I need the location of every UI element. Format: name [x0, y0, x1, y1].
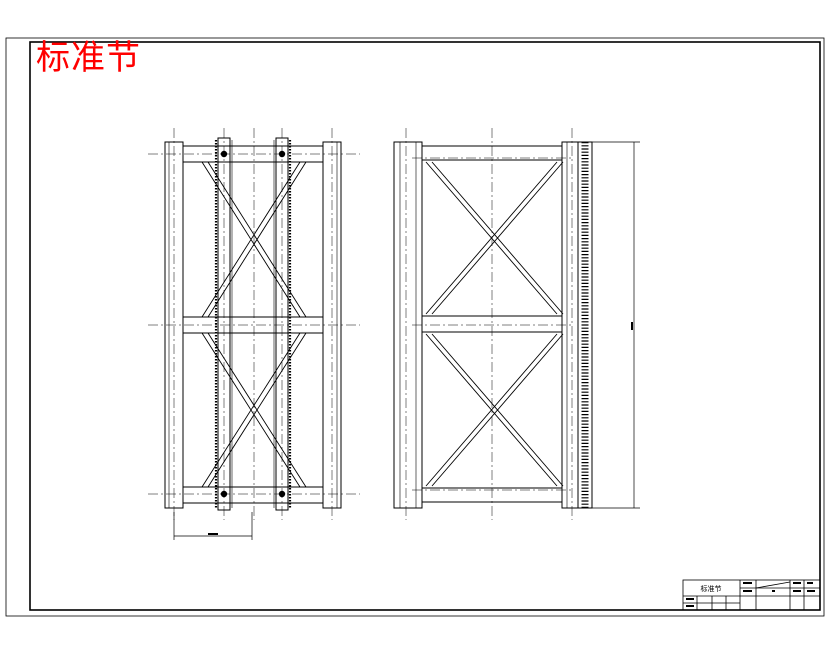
outer-border [5, 37, 825, 617]
side-elevation-view [393, 128, 640, 520]
rack-right [275, 137, 289, 511]
front-elevation-view [148, 128, 360, 540]
rack-left [217, 137, 231, 511]
title-block: 标准节 [682, 579, 821, 611]
title-block-name: 标准节 [701, 584, 722, 593]
drawing-title: 标准节 [36, 38, 141, 78]
inner-frame [29, 41, 821, 611]
